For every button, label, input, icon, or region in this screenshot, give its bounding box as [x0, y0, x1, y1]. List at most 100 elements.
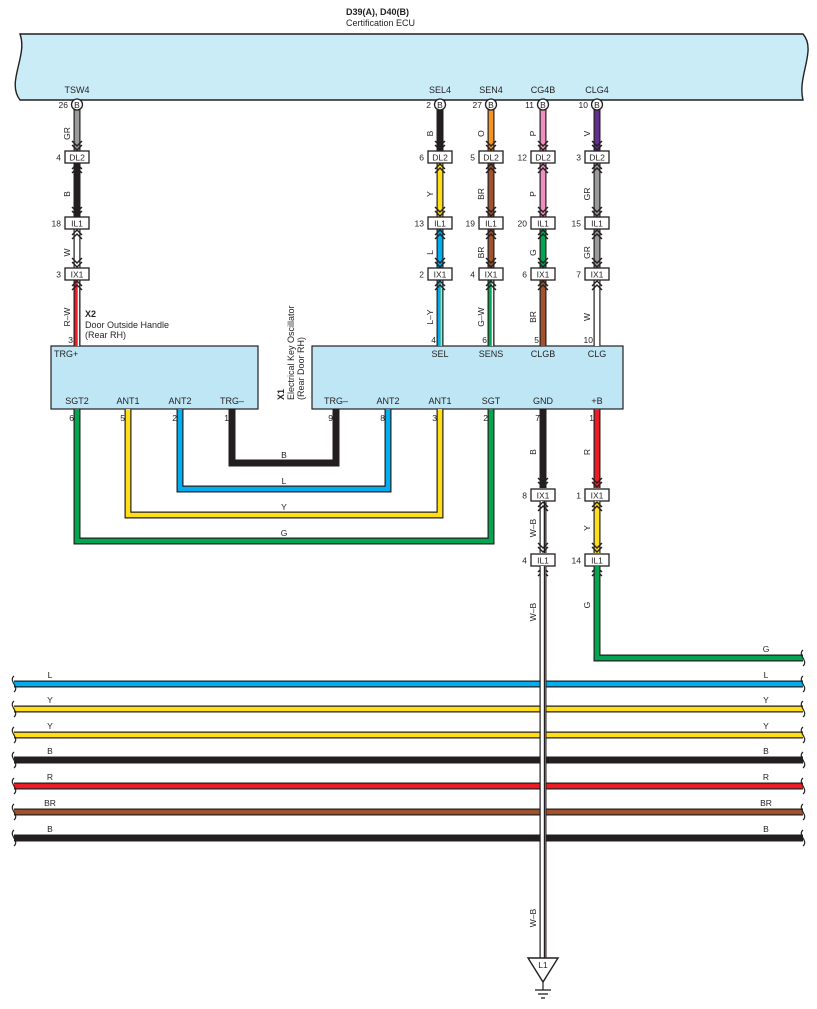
chevron-tsw-1-below	[71, 229, 83, 240]
diagram-dynamic-layer: GRBWR–WTSW4B26DL24IL118IX133BYLL–YSEL4B2…	[11, 85, 806, 999]
conn-sen-dl2-box	[478, 150, 504, 164]
bus-2-right-label: Y	[763, 721, 769, 731]
handle-pin-2: 2	[172, 413, 177, 423]
conn-clg-il1-pin: 15	[572, 219, 582, 229]
chevron-clg-2-above	[591, 257, 603, 268]
bus-0-left-label: L	[48, 670, 53, 680]
wire-label-cg-1: P	[528, 191, 538, 197]
conn-sel-il1-pin: 13	[415, 219, 425, 229]
chevron-sel-1-below	[434, 229, 446, 240]
wire-label-tsw-0: GR	[62, 127, 72, 140]
wire-label-clg-0: V	[582, 130, 592, 136]
ecu-plug-circle-4	[590, 98, 604, 111]
ecu-plug-circle-1	[433, 98, 447, 111]
chevron-cg-1-below	[537, 229, 549, 240]
conn-clg-dl2-box	[584, 150, 610, 164]
oscillator-name-line2: (Rear Door RH)	[296, 337, 306, 400]
pwr-wire-2-outline	[593, 566, 803, 662]
gnd-conn-il1-pin: 4	[522, 556, 527, 566]
wire-label-sen-0: O	[476, 130, 486, 137]
link-wire-label-1: L	[282, 476, 287, 486]
pwr-conn-il1-label: IL1	[591, 556, 603, 566]
bus-1-right-label: Y	[763, 695, 769, 705]
bus-6-left-label: B	[47, 824, 53, 834]
chevron-sel-0-below	[434, 163, 446, 174]
link-wire-label-3: G	[281, 528, 288, 538]
conn-cg-ix1-pin: 6	[522, 270, 527, 280]
gnd-chevron-il1-above	[537, 542, 549, 553]
conn-tsw-ix1-pin: 3	[56, 270, 61, 280]
conn-tsw-dl2-label: DL2	[69, 153, 85, 163]
link-wire-3-outline	[73, 409, 495, 545]
conn-cg-ix1-box	[530, 267, 556, 281]
conn-sel-dl2-pin: 6	[419, 153, 424, 163]
oscillator-pin-0: 9	[328, 413, 333, 423]
ecu-plug-label-4: B	[594, 100, 600, 110]
chevron-sen-0-above	[485, 140, 497, 151]
chevron-cg-2-above	[537, 257, 549, 268]
chevron-clg-1-below	[591, 229, 603, 240]
conn-tsw-dl2-pin: 4	[56, 153, 61, 163]
wire-label-sel-3: L–Y	[425, 309, 435, 324]
bus-0-right-label: L	[764, 670, 769, 680]
link-wire-3	[74, 409, 494, 544]
wire-label-clg-2: GR	[582, 246, 592, 259]
conn-cg-ix1-label: IX1	[537, 270, 550, 280]
bus-3-left-label: B	[47, 746, 53, 756]
conn-tsw-il1-pin: 18	[52, 219, 62, 229]
gnd-wire-label-1: W–B	[528, 518, 538, 537]
handle-module-box	[50, 345, 259, 410]
wire-label-tsw-3: R–W	[62, 308, 72, 327]
wire-label-cg-0: P	[528, 130, 538, 136]
link-wire-label-0: B	[281, 450, 287, 460]
ecu-code: D39(A), D40(B)	[346, 7, 409, 17]
pwr-conn-ix1-pin: 1	[576, 491, 581, 501]
oscillator-code: X1	[276, 389, 286, 400]
conn-sen-dl2-pin: 5	[470, 153, 475, 163]
handle-name-line2: (Rear RH)	[85, 330, 126, 340]
chevron-cg-1-above	[537, 206, 549, 217]
conn-clg-ix1-box	[584, 267, 610, 281]
handle-code: X2	[85, 309, 96, 319]
oscillator-top-terminal-sel: SEL	[431, 349, 448, 359]
bus-2-right-break	[800, 726, 806, 744]
module-pin-cg: 5	[534, 335, 539, 345]
conn-clg-dl2-label: DL2	[589, 153, 605, 163]
conn-cg-il1-label: IL1	[537, 219, 549, 229]
conn-sen-ix1-box	[478, 267, 504, 281]
handle-terminal-trg-plus: TRG+	[54, 349, 78, 359]
wire-label-tsw-1: B	[62, 191, 72, 197]
ecu-terminal-sen4: SEN4	[479, 85, 503, 95]
ecu-plug-circle-2	[484, 98, 498, 111]
ecu-plug-circle-3	[536, 98, 550, 111]
oscillator-terminal-5: +B	[591, 396, 602, 406]
chevron-cg-0-below	[537, 163, 549, 174]
conn-tsw-il1-box	[64, 216, 90, 230]
oscillator-pin-5: 1	[589, 413, 594, 423]
wire-label-sen-3: G–W	[476, 307, 486, 326]
handle-terminal-2: ANT2	[168, 396, 191, 406]
pwr-wire-label-3: G	[763, 644, 770, 654]
ecu-pin-3: 11	[525, 100, 534, 110]
conn-cg-dl2-label: DL2	[535, 153, 551, 163]
chevron-tsw-2-above	[71, 257, 83, 268]
bus-2-left-label: Y	[47, 721, 53, 731]
chevron-sel-2-below	[434, 280, 446, 291]
bus-5-left-label: BR	[44, 798, 56, 808]
oscillator-terminal-1: ANT2	[376, 396, 399, 406]
pwr-chevron-ix1-above	[591, 477, 603, 488]
ecu-pin-2: 27	[473, 100, 483, 110]
chevron-tsw-1-above	[71, 206, 83, 217]
chevron-tsw-2-below	[71, 280, 83, 291]
wire-label-cg-3: BR	[528, 311, 538, 323]
conn-clg-dl2-pin: 3	[576, 153, 581, 163]
wire-label-cg-2: G	[528, 249, 538, 256]
ecu-plug-circle-0	[70, 98, 84, 111]
gnd-conn-il1-label: IL1	[537, 556, 549, 566]
ecu-terminal-sel4: SEL4	[429, 85, 451, 95]
conn-sen-ix1-pin: 4	[470, 270, 475, 280]
ground-triangle	[526, 957, 560, 984]
oscillator-terminal-0: TRG–	[324, 396, 348, 406]
conn-tsw-ix1-box	[64, 267, 90, 281]
chevron-cg-0-above	[537, 140, 549, 151]
